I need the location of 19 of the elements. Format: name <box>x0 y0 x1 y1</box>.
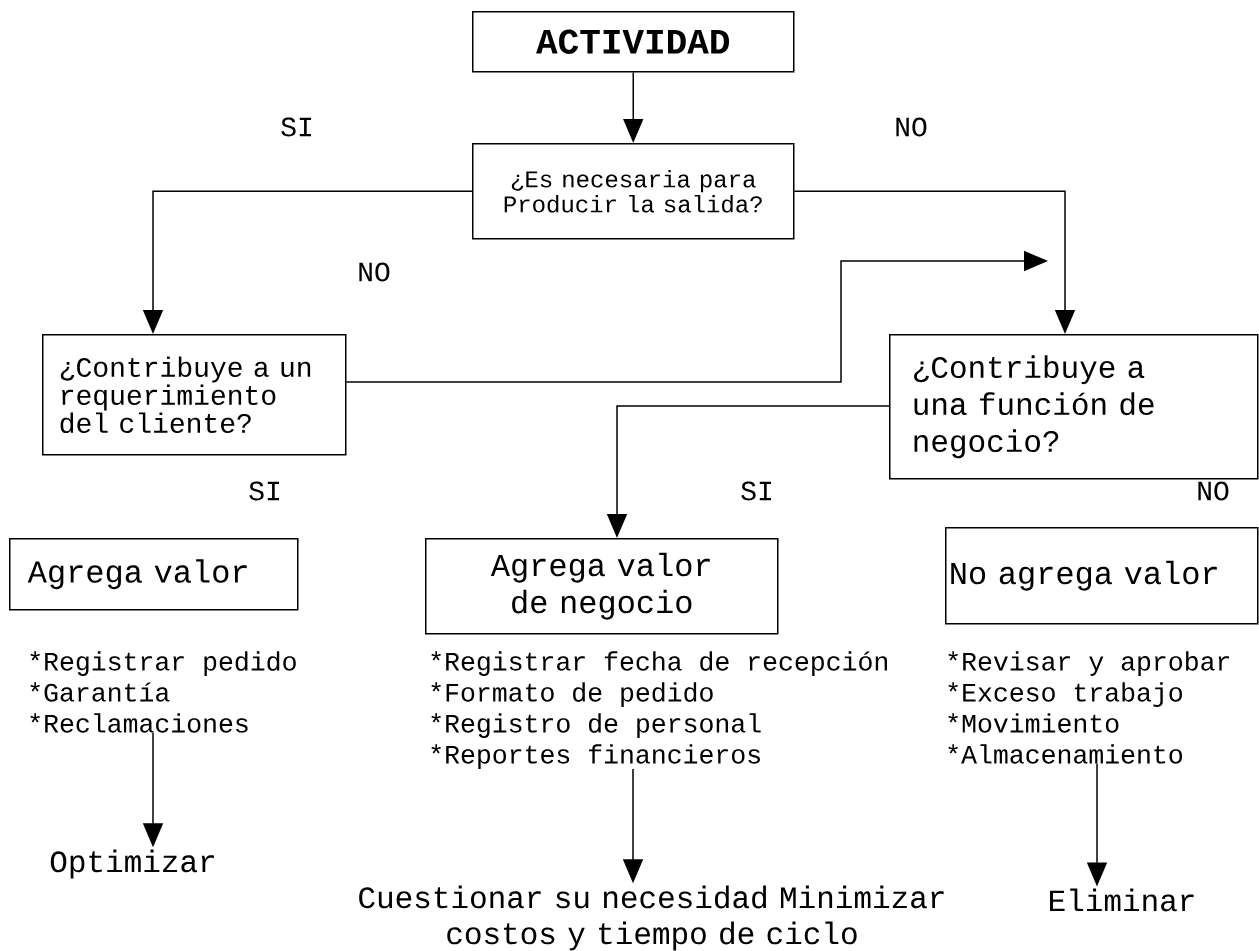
branch-label: SI <box>249 481 279 501</box>
bullet-list: *Registrar pedido *Garantía *Reclamaciones <box>30 651 296 733</box>
branch-label: NO <box>359 262 390 282</box>
decision-box: ¿Contribuye a una función de negocio? <box>889 334 1259 480</box>
title-box: ACTIVIDAD <box>472 11 795 73</box>
bullet-list: *Revisar y aprobar *Exceso trabajo *Movimiento *Almacenamiento <box>948 651 1230 764</box>
branch-label: SI <box>741 481 771 501</box>
result-box: Agrega valor de negocio <box>425 538 779 635</box>
result-box: Agrega valor <box>9 538 299 611</box>
action-text: Eliminar <box>1050 888 1194 912</box>
action-text: Optimizar <box>50 849 214 879</box>
action-text: Cuestionar su necesidad Minimizar costos y tiempo de ciclo <box>359 885 944 951</box>
decision-box: ¿Es necesaria para Producir la salida? <box>472 143 795 240</box>
branch-label: NO <box>1198 481 1229 501</box>
bullet-list: *Registrar fecha de recepción *Formato de pedido *Registro de personal *Reportes financieros <box>431 651 887 769</box>
decision-box: ¿Contribuye a un requerimiento del cliente? <box>42 334 347 456</box>
result-box: No agrega valor <box>945 527 1259 625</box>
branch-label: NO <box>896 117 927 137</box>
branch-label: SI <box>281 117 311 137</box>
